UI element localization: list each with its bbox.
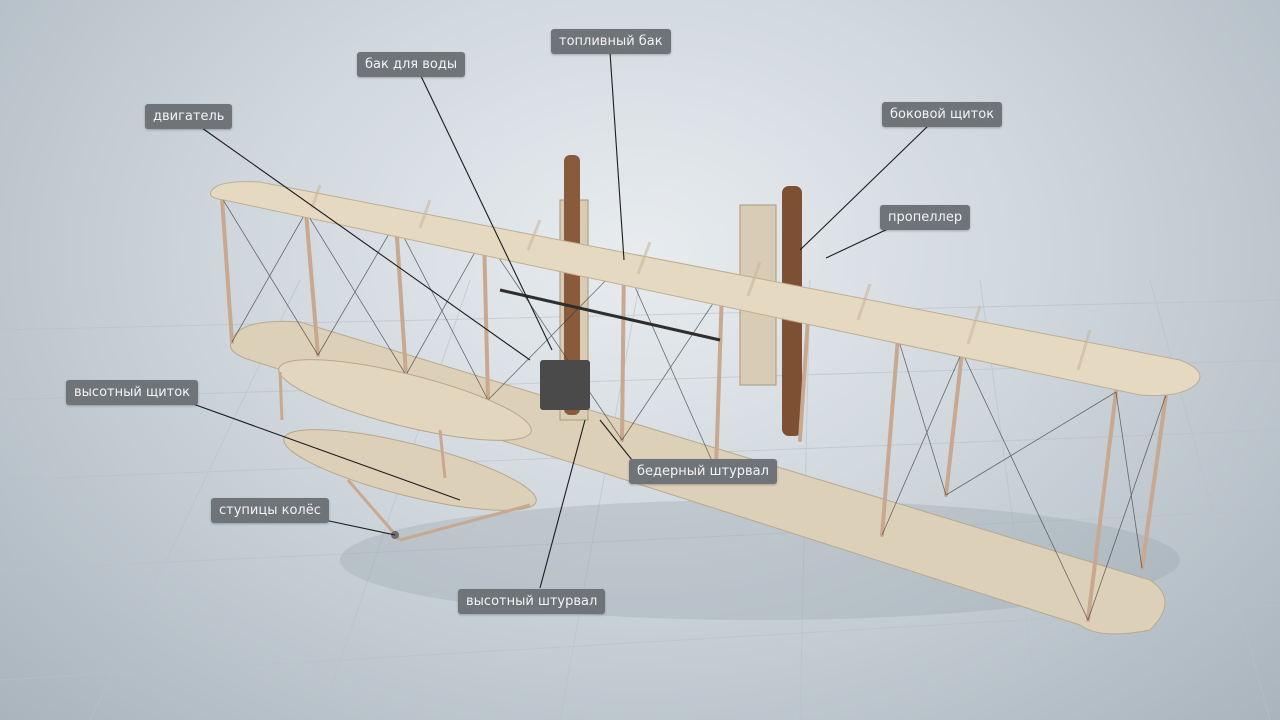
leader-engine [201, 127, 531, 361]
callout-elevator-flap: высотный щиток [66, 380, 199, 405]
leader-fuel-tank [609, 51, 625, 261]
elevator-frame [278, 371, 531, 542]
leader-elevator-flap [181, 399, 461, 501]
callout-engine: двигатель [145, 104, 233, 129]
propeller-left [564, 155, 580, 415]
leader-water-tank [419, 73, 553, 351]
callout-water-tank: бак для воды [357, 52, 466, 77]
callout-propeller: пропеллер [880, 205, 971, 230]
upper-wing [210, 181, 1201, 396]
callout-side-flap: боковой щиток [882, 102, 1003, 127]
leader-side-flap [799, 123, 931, 251]
bracing-wires [221, 197, 1167, 621]
callout-elevator-control: высотный штурвал [458, 589, 606, 614]
leader-propeller [825, 227, 891, 259]
callout-fuel-tank: топливный бак [551, 29, 671, 54]
wing-struts [220, 196, 1168, 622]
engine-block [540, 360, 590, 410]
leader-elevator-control [539, 419, 586, 589]
upper-wing-ribs [310, 184, 1092, 371]
callout-hip-control: бедерный штурвал [629, 459, 777, 484]
callout-wheel-hubs: ступицы колёс [211, 498, 329, 523]
elevator-upper [278, 359, 532, 441]
elevator-lower [283, 429, 537, 511]
chain-drive [499, 288, 721, 342]
